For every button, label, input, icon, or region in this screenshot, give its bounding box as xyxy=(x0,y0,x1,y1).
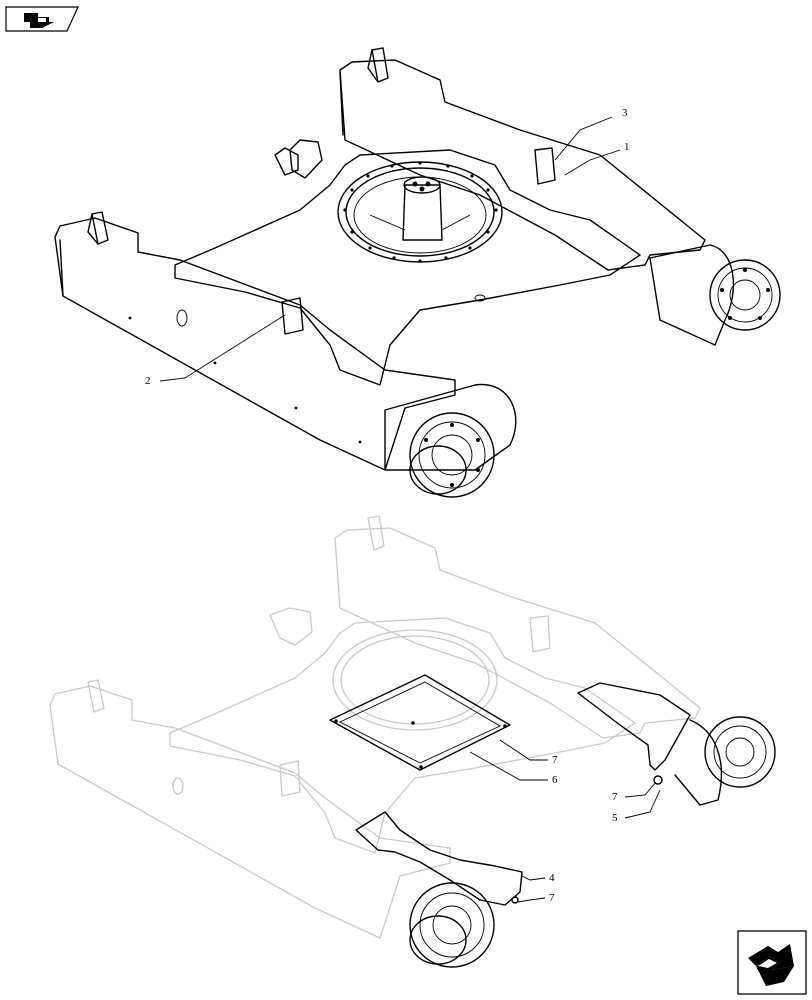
lower-undercarriage-view xyxy=(49,515,776,968)
back-nav-button[interactable] xyxy=(5,6,79,32)
lower-callouts: 7 6 7 5 4 7 xyxy=(549,754,618,904)
callout-3: 3 xyxy=(622,107,628,119)
back-arrow-icon xyxy=(24,13,54,28)
callout-4: 4 xyxy=(549,872,555,884)
callout-7b: 7 xyxy=(612,791,618,803)
next-nav-button[interactable] xyxy=(737,930,807,995)
callout-2: 2 xyxy=(145,375,151,387)
front-drive-sprocket xyxy=(384,383,517,498)
rear-drive-sprocket xyxy=(649,244,781,346)
next-arrow-icon xyxy=(748,944,794,986)
callout-1: 1 xyxy=(624,141,630,153)
callout-5: 5 xyxy=(612,812,618,824)
callout-6: 6 xyxy=(552,774,558,786)
callout-7a: 7 xyxy=(552,754,558,766)
upper-undercarriage-view xyxy=(54,47,781,498)
callout-7c: 7 xyxy=(549,892,555,904)
upper-callouts: 1 2 3 xyxy=(145,107,630,387)
